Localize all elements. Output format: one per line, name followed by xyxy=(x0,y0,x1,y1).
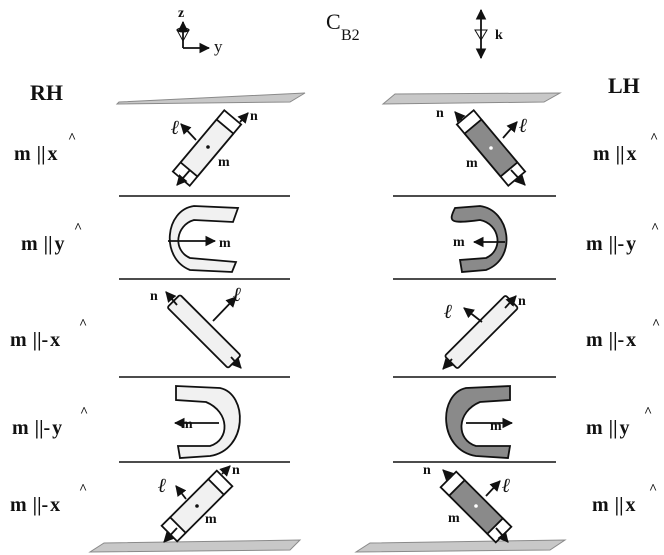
svg-text:^: ^ xyxy=(79,482,87,497)
row-label-right-5: m||x ^ xyxy=(592,482,657,516)
molecule-rh-3 xyxy=(165,291,242,369)
coordinate-axes-icon: z y xyxy=(176,6,223,56)
l-label-rh-3: ℓ xyxy=(233,284,242,306)
svg-text:m||-y: m||-y xyxy=(586,233,636,255)
molecule-lh-2 xyxy=(450,205,508,273)
svg-text:m||-y: m||-y xyxy=(12,417,62,439)
svg-text:m||x: m||x xyxy=(592,494,635,516)
row-label-right-1: m||x ^ xyxy=(593,131,658,165)
m-label-rh-4: m xyxy=(181,417,193,432)
svg-text:m||x: m||x xyxy=(593,143,636,165)
m-label-lh-2: m xyxy=(453,235,465,250)
l-label-rh-1: ℓ xyxy=(171,117,180,139)
row-label-left-2: m||y ^ xyxy=(21,221,82,255)
n-label-lh-1: n xyxy=(436,106,444,121)
bottom-plate-rh xyxy=(88,539,302,553)
row-separators xyxy=(119,195,556,463)
molecule-rh-4 xyxy=(173,385,241,459)
l-label-lh-3: ℓ xyxy=(444,301,453,323)
svg-text:^: ^ xyxy=(74,221,82,236)
svg-text:^: ^ xyxy=(68,131,76,146)
molecule-lh-4 xyxy=(445,385,514,459)
svg-text:m||-x: m||-x xyxy=(10,329,60,351)
svg-text:^: ^ xyxy=(79,317,87,332)
group-base: C xyxy=(326,9,341,34)
svg-text:^: ^ xyxy=(652,317,660,332)
molecule-lh-1 xyxy=(454,109,527,187)
svg-text:^: ^ xyxy=(80,405,88,420)
row-label-left-5: m||-x ^ xyxy=(10,482,87,516)
point-group-label: C B2 xyxy=(326,9,360,44)
lh-title: LH xyxy=(608,73,640,98)
molecule-rh-2 xyxy=(168,205,240,273)
svg-text:m||y: m||y xyxy=(586,417,629,439)
field-k-icon: k xyxy=(474,8,503,60)
axis-z-label: z xyxy=(178,6,184,21)
l-label-rh-5: ℓ xyxy=(158,475,167,497)
group-subscript: B2 xyxy=(341,27,360,44)
l-label-lh-5: ℓ xyxy=(502,475,511,497)
l-label-lh-1: ℓ xyxy=(519,115,528,137)
rh-title: RH xyxy=(30,80,63,105)
svg-text:m||x: m||x xyxy=(14,143,57,165)
m-label-rh-5: m xyxy=(205,512,217,527)
field-k-label: k xyxy=(495,28,503,43)
molecule-rh-1 xyxy=(171,109,249,187)
m-label-lh-5: m xyxy=(448,511,460,526)
m-label-rh-2: m xyxy=(219,236,231,251)
svg-text:^: ^ xyxy=(650,131,658,146)
m-label-lh-1: m xyxy=(466,156,478,171)
bottom-plate-lh xyxy=(354,539,567,553)
svg-text:^: ^ xyxy=(644,405,652,420)
molecule-lh-5 xyxy=(439,469,513,544)
row-label-left-3: m||-x ^ xyxy=(10,317,87,351)
svg-text:^: ^ xyxy=(651,221,659,236)
svg-text:m||-x: m||-x xyxy=(586,329,636,351)
top-plate-rh xyxy=(115,92,306,105)
row-label-right-2: m||-y ^ xyxy=(586,221,659,255)
top-plate-lh xyxy=(381,92,562,105)
n-label-rh-3: n xyxy=(150,289,158,304)
row-label-right-4: m||y ^ xyxy=(586,405,652,439)
row-label-left-4: m||-y ^ xyxy=(12,405,88,439)
n-label-rh-5: n xyxy=(232,463,240,478)
svg-text:m||y: m||y xyxy=(21,233,64,255)
row-label-right-3: m||-x ^ xyxy=(586,317,660,351)
axis-y-label: y xyxy=(214,37,223,56)
svg-text:m||-x: m||-x xyxy=(10,494,60,516)
svg-text:^: ^ xyxy=(649,482,657,497)
n-label-lh-5: n xyxy=(423,463,431,478)
row-label-left-1: m||x ^ xyxy=(14,131,76,165)
n-label-rh-1: n xyxy=(250,109,258,124)
n-label-lh-3: n xyxy=(518,294,526,309)
m-label-lh-4: m xyxy=(490,419,502,434)
molecule-lh-3 xyxy=(442,295,519,370)
molecule-rh-5 xyxy=(160,465,234,543)
m-label-rh-1: m xyxy=(218,155,230,170)
